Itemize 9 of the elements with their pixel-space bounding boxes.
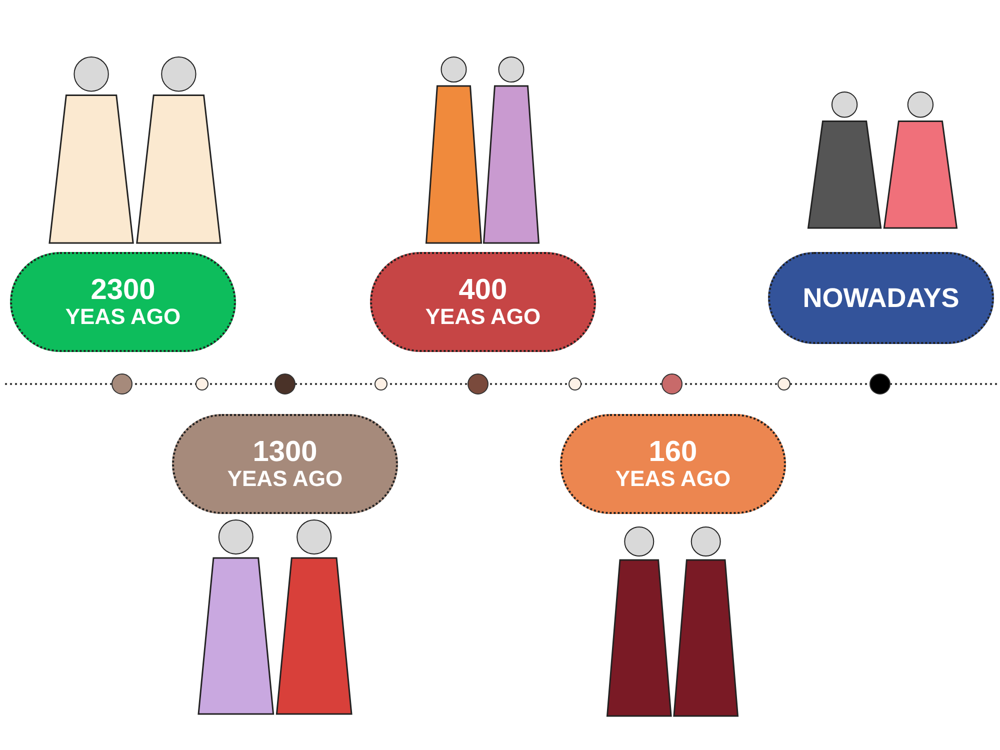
era-subtitle: YEAS AGO — [227, 467, 343, 491]
era-heading: 2300 — [90, 275, 156, 305]
era-subtitle: YEAS AGO — [65, 305, 181, 329]
era-heading: 160 — [648, 437, 698, 467]
era-heading: 1300 — [252, 437, 318, 467]
era-subtitle: YEAS AGO — [615, 467, 731, 491]
era-heading: NOWADAYS — [802, 282, 960, 314]
era-subtitle: YEAS AGO — [425, 305, 541, 329]
era-heading: 400 — [458, 275, 508, 305]
